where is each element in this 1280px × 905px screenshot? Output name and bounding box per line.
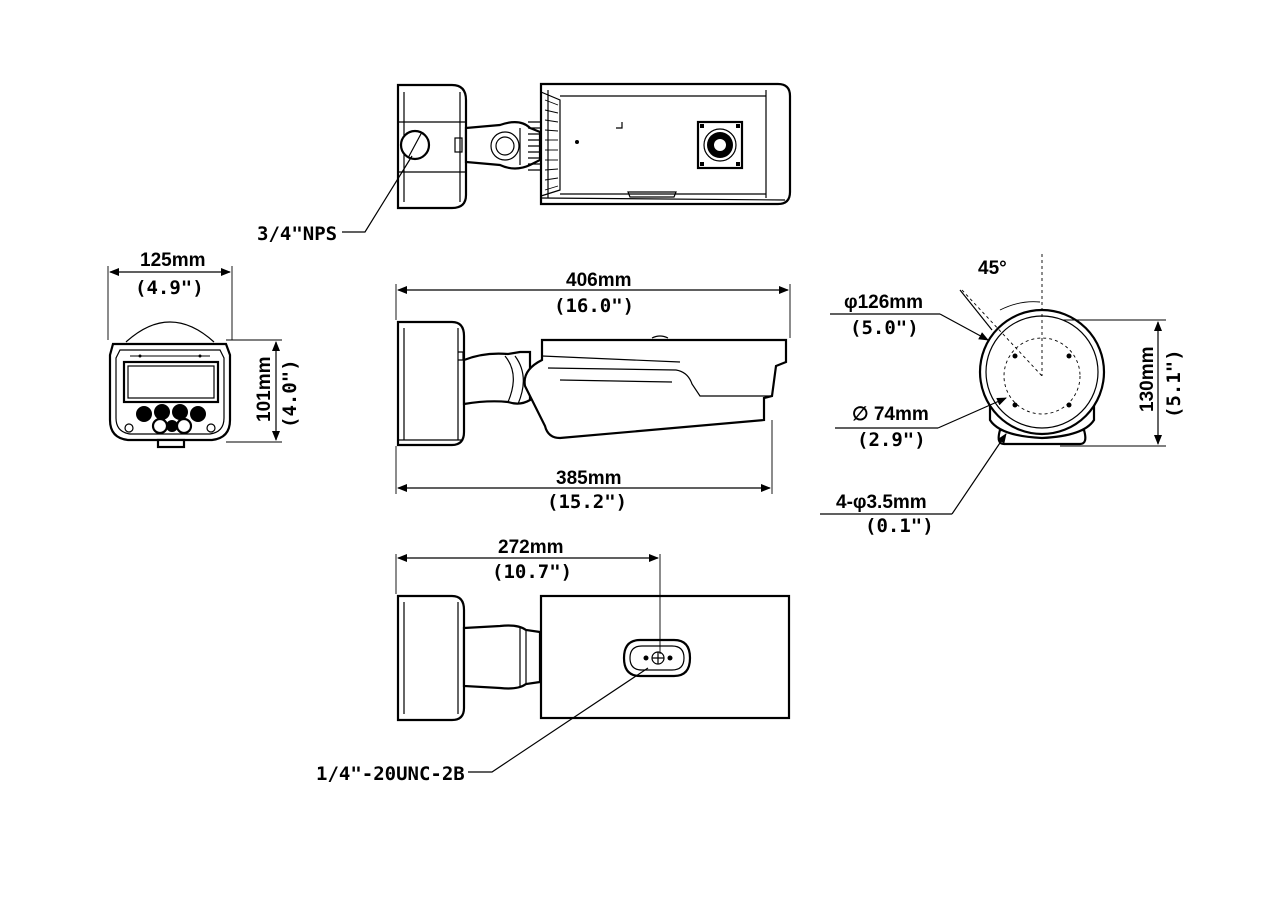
base-angle-label: 45° [978, 258, 1007, 279]
mount-offset-mm-label: 272mm [498, 537, 564, 558]
base-height-in-label: (5.1") [1163, 349, 1185, 418]
base-holes-mm-label: 4-φ3.5mm [836, 492, 927, 513]
mount-base-view [961, 254, 1106, 446]
tripod-thread-label: 1/4"-20UNC-2B [316, 763, 465, 785]
base-inner-mm-label: ∅ 74mm [852, 404, 929, 425]
bottom-view [396, 594, 791, 722]
npt-leader-line [342, 155, 413, 233]
side-view [396, 320, 788, 447]
base-holes-in-label: (0.1") [865, 515, 934, 537]
mount-offset-in-label: (10.7") [492, 561, 572, 583]
front-width-mm-label: 125mm [140, 250, 206, 271]
front-height-mm-label: 101mm [254, 357, 275, 423]
base-inner-in-label: (2.9") [857, 429, 926, 451]
base-outer-in-label: (5.0") [850, 317, 919, 339]
base-outer-mm-label: φ126mm [844, 292, 923, 313]
npt-thread-label: 3/4"NPS [257, 223, 337, 245]
overall-length-mm-label: 406mm [566, 270, 632, 291]
front-view [108, 321, 232, 449]
overall-length-in-label: (16.0") [554, 295, 634, 317]
front-height-in-label: (4.0") [279, 359, 301, 428]
tripod-thread-leader-line [468, 667, 649, 773]
base-height-mm-label: 130mm [1137, 347, 1158, 413]
top-view [396, 82, 792, 210]
body-length-in-label: (15.2") [547, 491, 627, 513]
front-width-in-label: (4.9") [135, 277, 204, 299]
body-length-mm-label: 385mm [556, 468, 622, 489]
